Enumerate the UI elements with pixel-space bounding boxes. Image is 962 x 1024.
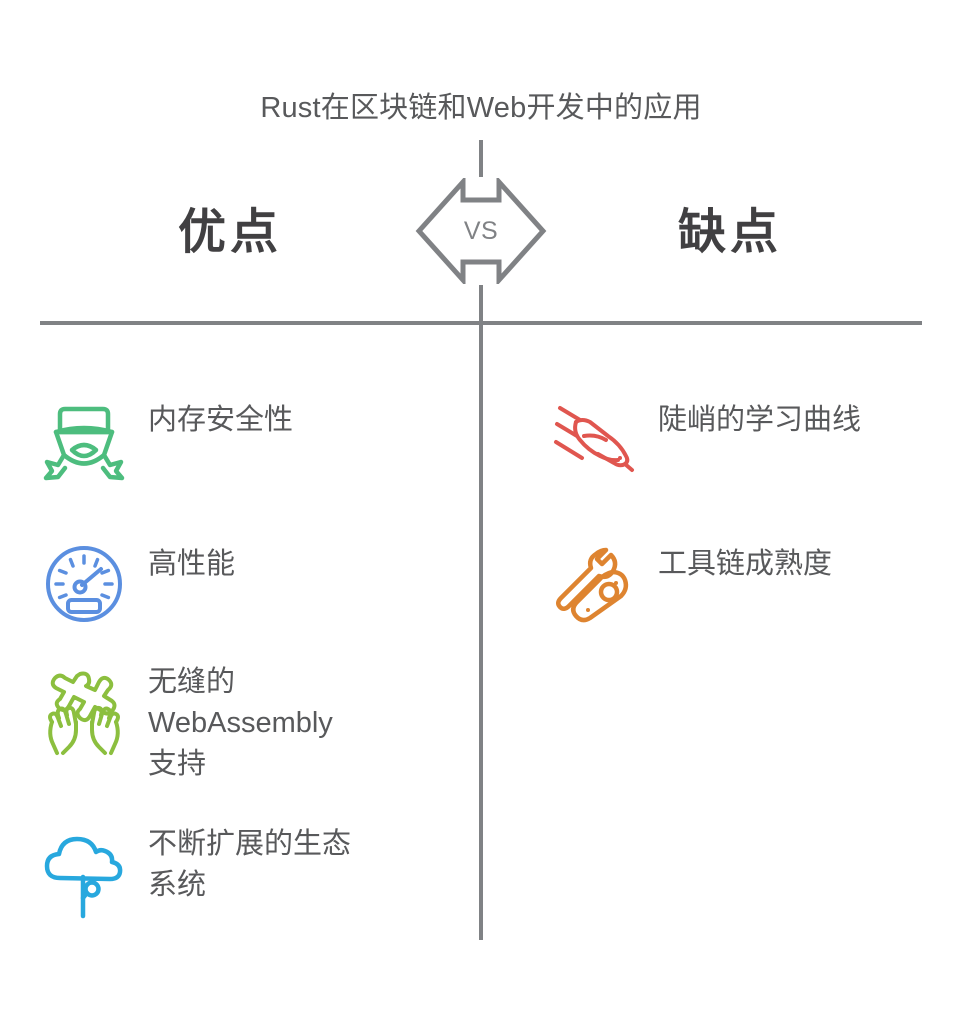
list-item-label: 不断扩展的生态 系统 (148, 828, 352, 901)
vertical-divider (479, 140, 483, 940)
list-item-label: 内存安全性 (148, 404, 294, 436)
list-item: 不断扩展的生态 系统 (42, 822, 352, 919)
cloud-tree-growth-icon (42, 822, 126, 919)
vertical-divider-gap (474, 177, 488, 285)
wrench-multitool-icon (552, 542, 636, 626)
cons-column-heading: 缺点 (677, 206, 782, 259)
page-title: Rust在区块链和Web开发中的应用 (260, 92, 702, 124)
list-item: 高性能 (42, 542, 235, 626)
list-item-label: 无缝的 WebAssembly 支持 (148, 666, 333, 780)
list-item-label: 工具链成熟度 (658, 548, 833, 580)
puzzle-piece-in-hands-icon (42, 660, 126, 755)
diving-bird-icon (552, 398, 636, 482)
speedometer-gauge-icon (42, 542, 126, 626)
list-item: 陡峭的学习曲线 (552, 398, 861, 482)
pros-column-heading: 优点 (177, 206, 282, 259)
double-arrow-badge-icon (415, 178, 547, 284)
list-item-label: 高性能 (148, 548, 236, 580)
list-item: 工具链成熟度 (552, 542, 832, 626)
list-item: 内存安全性 (42, 398, 293, 482)
vs-label: VS (463, 216, 499, 245)
award-badge-ribbon-icon (42, 398, 126, 482)
horizontal-divider (40, 321, 922, 325)
list-item-label: 陡峭的学习曲线 (658, 404, 862, 436)
list-item: 无缝的 WebAssembly 支持 (42, 660, 333, 785)
